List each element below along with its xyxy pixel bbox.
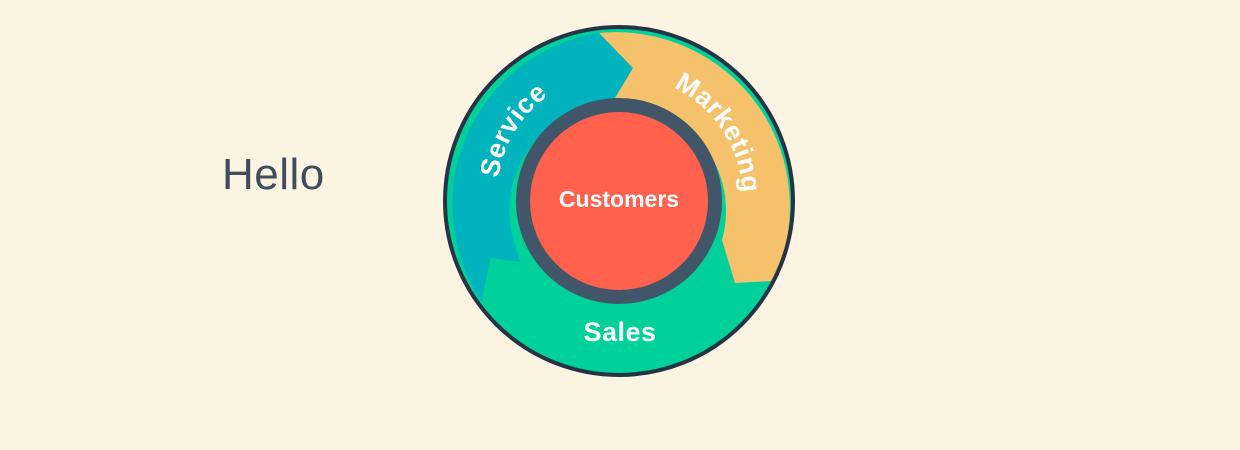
customers-hub [530, 112, 708, 290]
sales-segment [480, 240, 773, 372]
marketing-segment [599, 32, 790, 283]
greeting-text: Hello [222, 150, 325, 199]
flywheel-outline [443, 25, 795, 377]
customers-label: Customers [559, 186, 679, 212]
sales-label: Sales [583, 317, 656, 347]
service-segment [452, 33, 633, 302]
